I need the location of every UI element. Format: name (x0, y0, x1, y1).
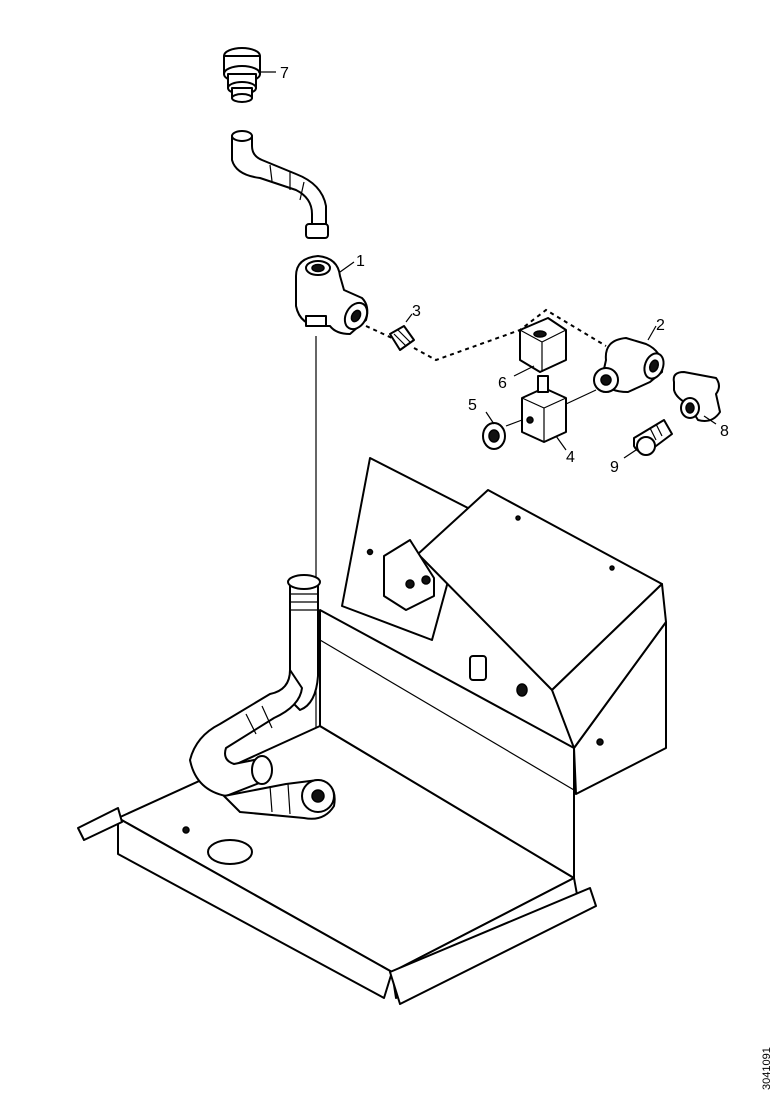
callout-6: 6 (498, 375, 507, 392)
callout-2: 2 (656, 317, 665, 334)
leader-lines (258, 71, 717, 459)
part-7-filler-cap (223, 47, 261, 103)
part-1-valve-body (295, 255, 369, 335)
callout-5: 5 (468, 397, 477, 414)
drawing-code: 3041091 (761, 1047, 773, 1090)
part-4-valve-block (505, 375, 597, 443)
callout-9: 9 (610, 459, 619, 476)
part-6-solenoid-coil (519, 317, 567, 373)
lower-filler-neck-and-hoses (189, 574, 336, 820)
callout-4: 4 (566, 449, 575, 466)
callout-1: 1 (356, 253, 365, 270)
callout-7: 7 (280, 65, 289, 82)
upper-filler-hose (231, 130, 329, 239)
part-2-elbow (593, 337, 665, 393)
part-3-fitting (389, 325, 415, 351)
part-9-nipple (633, 419, 673, 456)
callout-3: 3 (412, 303, 421, 320)
callout-8: 8 (720, 423, 729, 440)
part-5-nut (482, 422, 506, 450)
tank-base-structure (77, 457, 667, 1005)
part-8-tee-fitting (672, 371, 721, 422)
